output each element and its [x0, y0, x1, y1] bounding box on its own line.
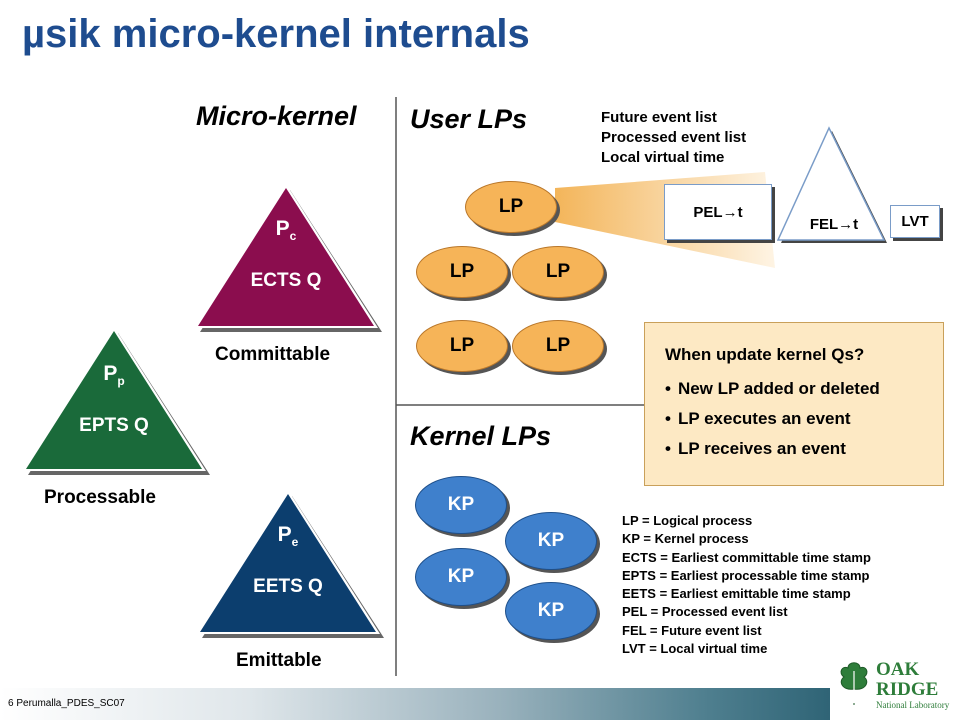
fel-triangle	[776, 126, 887, 243]
lp-node: LP	[465, 181, 557, 233]
slide-title: µsik micro-kernel internals	[22, 12, 530, 56]
legend-item: EETS = Earliest emittable time stamp	[622, 586, 851, 602]
lp-detail-lvt-text: Local virtual time	[601, 149, 725, 166]
legend-item: ECTS = Earliest committable time stamp	[622, 549, 871, 565]
ects-queue-triangle	[196, 184, 382, 332]
lp-node: LP	[416, 320, 508, 372]
ects-symbol: Pc	[275, 217, 297, 244]
note-bullet: LP executes an event	[665, 404, 943, 434]
lvt-box: LVT	[890, 205, 940, 238]
abbreviation-legend: LP = Logical process KP = Kernel process…	[622, 512, 871, 658]
epts-queue-triangle	[24, 327, 210, 475]
lp-node: LP	[512, 320, 604, 372]
footer-bar	[0, 688, 830, 720]
note-bullet: LP receives an event	[665, 434, 943, 464]
logo-national-laboratory-text: National Laboratory	[876, 700, 950, 710]
oak-leaf-icon	[840, 662, 868, 705]
emittable-label: Emittable	[236, 650, 322, 671]
logo-ridge-text: RIDGE	[876, 679, 939, 700]
oak-ridge-logo: OAK RIDGE National Laboratory	[832, 655, 952, 715]
legend-item: LVT = Local virtual time	[622, 641, 768, 657]
kp-node: KP	[505, 512, 597, 570]
note-bullet-list: New LP added or deleted LP executes an e…	[665, 374, 943, 464]
committable-label: Committable	[215, 344, 331, 365]
eets-queue-name: EETS Q	[253, 576, 323, 597]
lp-detail-fel-text: Future event list	[601, 109, 717, 126]
legend-item: LP = Logical process	[622, 513, 753, 528]
legend-item: KP = Kernel process	[622, 531, 749, 547]
epts-symbol: Pp	[103, 362, 125, 389]
logo-oak-text: OAK	[876, 659, 920, 680]
eets-queue-triangle	[198, 490, 384, 638]
kernel-lps-header: Kernel LPs	[410, 421, 552, 451]
fel-label: FEL→t	[809, 216, 859, 233]
kp-node: KP	[415, 548, 507, 606]
lp-node: LP	[416, 246, 508, 298]
epts-queue-name: EPTS Q	[79, 415, 149, 436]
eets-symbol: Pe	[277, 523, 299, 550]
micro-kernel-header: Micro-kernel	[196, 101, 357, 131]
lp-detail-pel-text: Processed event list	[601, 129, 747, 146]
legend-item: EPTS = Earliest processable time stamp	[622, 567, 870, 583]
user-lps-header: User LPs	[410, 104, 528, 134]
note-question: When update kernel Qs?	[665, 345, 865, 364]
footer-slide-number: 6 Perumalla_PDES_SC07	[8, 698, 125, 709]
note-bullet: New LP added or deleted	[665, 374, 943, 404]
ects-queue-name: ECTS Q	[250, 270, 322, 291]
legend-item: FEL = Future event list	[622, 622, 762, 638]
pel-box: PEL→t	[664, 184, 772, 240]
kp-node: KP	[505, 582, 597, 640]
kp-node: KP	[415, 476, 507, 534]
kernel-update-note: When update kernel Qs? New LP added or d…	[644, 322, 944, 486]
lp-node: LP	[512, 246, 604, 298]
processable-label: Processable	[44, 487, 156, 508]
legend-item: PEL = Processed event list	[622, 604, 788, 620]
